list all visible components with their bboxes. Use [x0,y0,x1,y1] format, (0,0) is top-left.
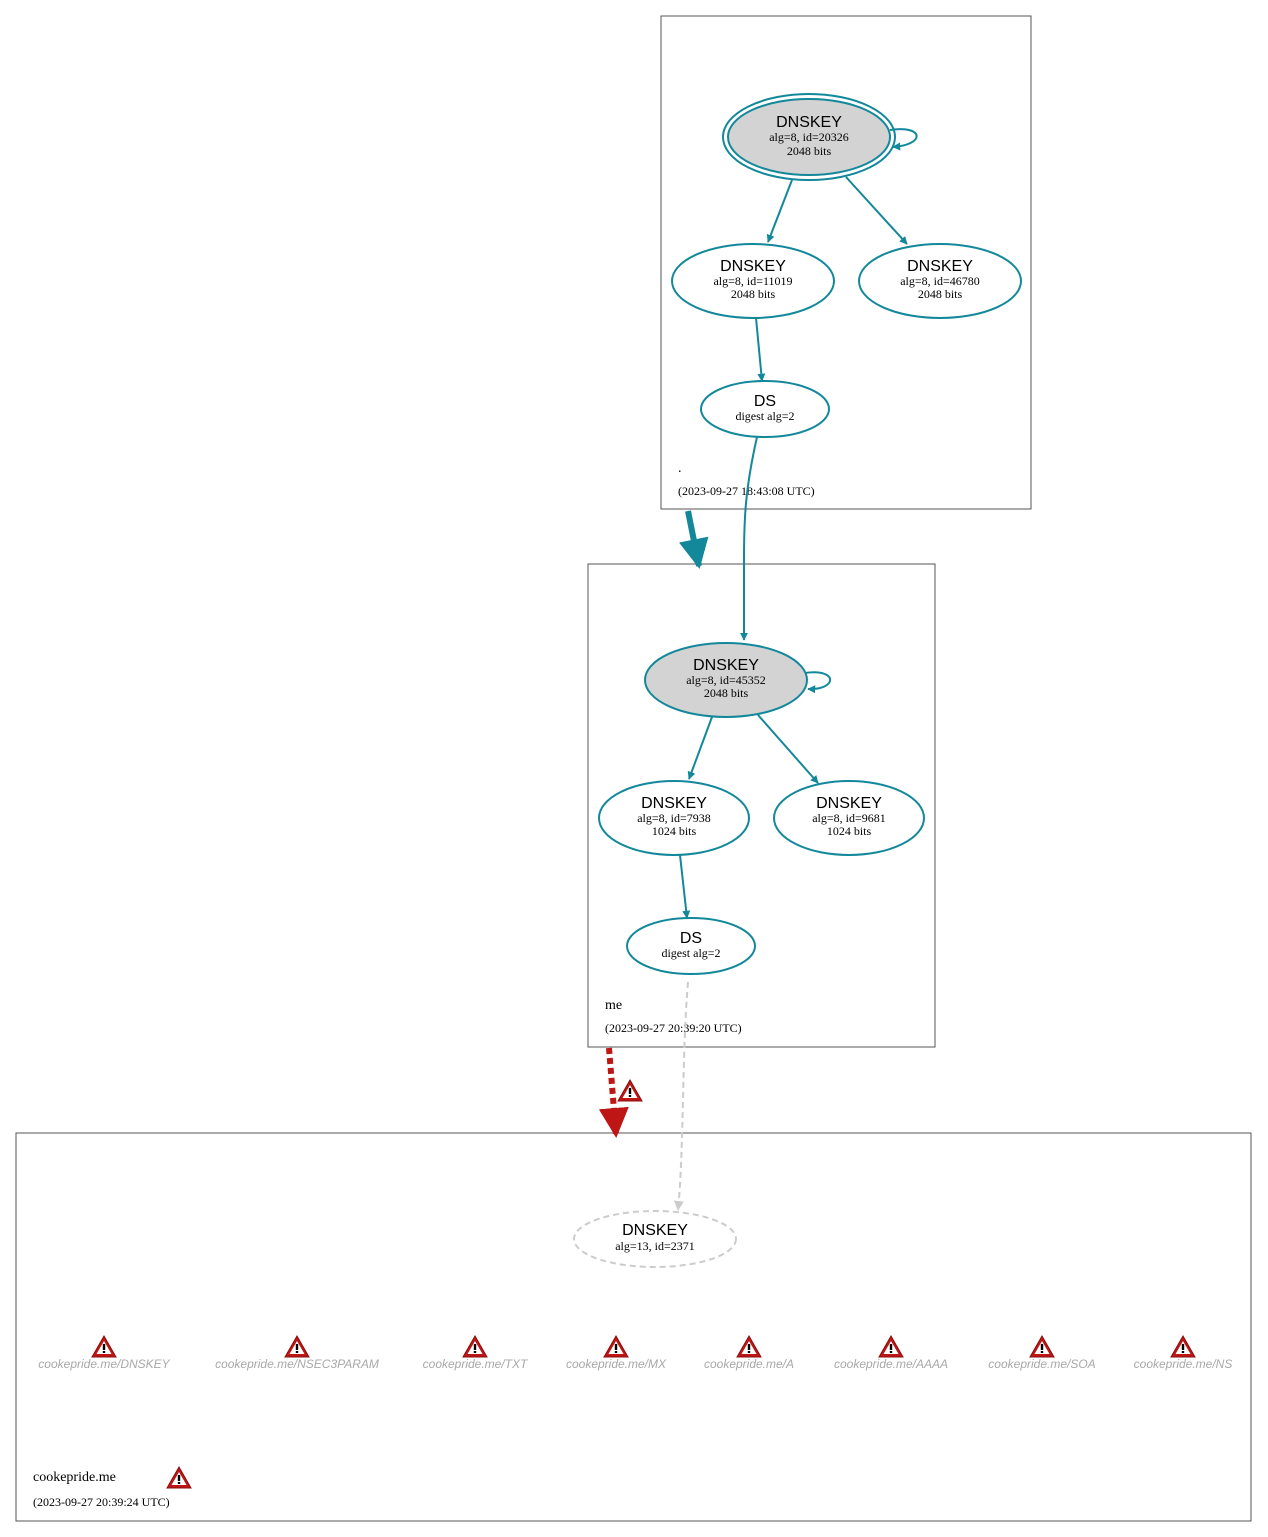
node-me-ds-title: DS [680,930,702,947]
rrset-warning-icon[interactable] [462,1335,488,1358]
rrset-item[interactable]: cookepride.me/A [704,1335,794,1371]
zone-root-box [660,15,1032,510]
zone-me-box [587,563,936,1048]
node-root-zsk2-line1: alg=8, id=46780 [900,274,980,288]
edge-me-zsk1-ds [679,854,691,919]
node-me-ksk-title: DNSKEY [693,657,759,674]
rrset-item[interactable]: cookepride.me/TXT [423,1335,529,1371]
node-me-ksk-line2: 2048 bits [704,686,749,700]
zone-cookepride-timestamp: (2023-09-27 20:39:24 UTC) [33,1495,170,1509]
edge-delegation-root-me [678,510,709,569]
rrset-label: cookepride.me/NSEC3PARAM [215,1357,379,1371]
rrset-item[interactable]: cookepride.me/NS [1134,1335,1233,1371]
edge-root-ds-me-ksk [740,436,758,641]
zone-root-name: . [678,461,682,476]
rrset-warning-icon[interactable] [91,1335,117,1358]
zone-me: me (2023-09-27 20:39:20 UTC) [587,563,936,1048]
zone-me-timestamp: (2023-09-27 20:39:20 UTC) [605,1021,742,1035]
rrset-warning-icon[interactable] [1029,1335,1055,1358]
node-root-zsk2[interactable]: DNSKEY alg=8, id=46780 2048 bits [858,243,1022,319]
rrset-label: cookepride.me/DNSKEY [38,1357,170,1371]
rrset-item[interactable]: cookepride.me/DNSKEY [38,1335,171,1371]
node-cookepride-dnskey-title: DNSKEY [622,1222,688,1239]
node-root-zsk2-title: DNSKEY [907,258,973,275]
node-root-zsk1-line1: alg=8, id=11019 [713,274,792,288]
node-me-ds[interactable]: DS digest alg=2 [626,917,756,975]
rrset-label: cookepride.me/TXT [423,1357,529,1371]
edge-me-ksk-self [804,671,832,694]
node-root-zsk1-line2: 2048 bits [731,287,776,301]
rrset-item[interactable]: cookepride.me/AAAA [834,1335,948,1371]
node-me-zsk1-title: DNSKEY [641,795,707,812]
rrset-row: cookepride.me/DNSKEY cookepride.me/NSEC3P… [38,1335,1233,1371]
node-me-zsk1-line2: 1024 bits [652,824,697,838]
rrset-label: cookepride.me/SOA [988,1357,1095,1371]
node-me-ds-line1: digest alg=2 [661,946,720,960]
rrset-warning-icon[interactable] [603,1335,629,1358]
node-root-ds-line1: digest alg=2 [735,409,794,423]
node-me-zsk1[interactable]: DNSKEY alg=8, id=7938 1024 bits [598,780,750,856]
node-me-zsk2-line1: alg=8, id=9681 [812,811,886,825]
rrset-label: cookepride.me/NS [1134,1357,1233,1371]
zone-cookepride: cookepride.me (2023-09-27 20:39:24 UTC) [15,1132,1252,1522]
rrset-label: cookepride.me/AAAA [834,1357,948,1371]
node-root-zsk1-title: DNSKEY [720,258,786,275]
node-me-zsk2[interactable]: DNSKEY alg=8, id=9681 1024 bits [773,780,925,856]
delegation-warning-icon[interactable] [617,1079,643,1102]
node-me-zsk1-line1: alg=8, id=7938 [637,811,711,825]
node-me-zsk2-title: DNSKEY [816,795,882,812]
node-me-ksk-line1: alg=8, id=45352 [686,673,766,687]
node-root-ds[interactable]: DS digest alg=2 [700,380,830,438]
zone-cookepride-box [15,1132,1252,1522]
edge-me-ksk-zsk1 [687,716,713,780]
rrset-item[interactable]: cookepride.me/NSEC3PARAM [215,1335,379,1371]
node-root-zsk2-line2: 2048 bits [918,287,963,301]
node-cookepride-dnskey[interactable]: DNSKEY alg=13, id=2371 [573,1210,737,1268]
edge-root-ksk-zsk2 [845,176,908,245]
rrset-warning-icon[interactable] [284,1335,310,1358]
edge-root-zsk1-ds [755,317,766,382]
node-root-ksk-title: DNSKEY [776,114,842,131]
node-cookepride-dnskey-line1: alg=13, id=2371 [615,1239,695,1253]
edge-root-ksk-zsk1 [766,179,793,243]
zone-cookepride-name: cookepride.me [33,1470,116,1485]
rrset-label: cookepride.me/MX [566,1357,667,1371]
zone-me-name: me [605,998,622,1013]
rrset-warning-icon[interactable] [736,1335,762,1358]
node-me-zsk2-line2: 1024 bits [827,824,872,838]
edges-me [679,671,832,919]
edge-me-ds-cp-dnskey [673,981,689,1211]
edges-root [755,128,918,382]
zone-warning-icon[interactable] [166,1466,192,1489]
node-root-ksk-line2: 2048 bits [787,144,832,158]
node-root-ds-title: DS [754,393,776,410]
edge-delegation-me-cookepride [598,1047,629,1138]
edge-root-ksk-self [889,128,918,151]
rrset-item[interactable]: cookepride.me/MX [566,1335,667,1371]
node-root-zsk1[interactable]: DNSKEY alg=8, id=11019 2048 bits [671,243,835,319]
rrset-item[interactable]: cookepride.me/SOA [988,1335,1096,1371]
rrset-warning-icon[interactable] [878,1335,904,1358]
rrset-warning-icon[interactable] [1170,1335,1196,1358]
node-root-ksk-line1: alg=8, id=20326 [769,130,849,144]
rrset-label: cookepride.me/A [704,1357,794,1371]
edge-me-ksk-zsk2 [757,714,819,784]
node-me-ksk[interactable]: DNSKEY alg=8, id=45352 2048 bits [644,642,808,718]
node-root-ksk[interactable]: DNSKEY alg=8, id=20326 2048 bits [722,93,896,181]
